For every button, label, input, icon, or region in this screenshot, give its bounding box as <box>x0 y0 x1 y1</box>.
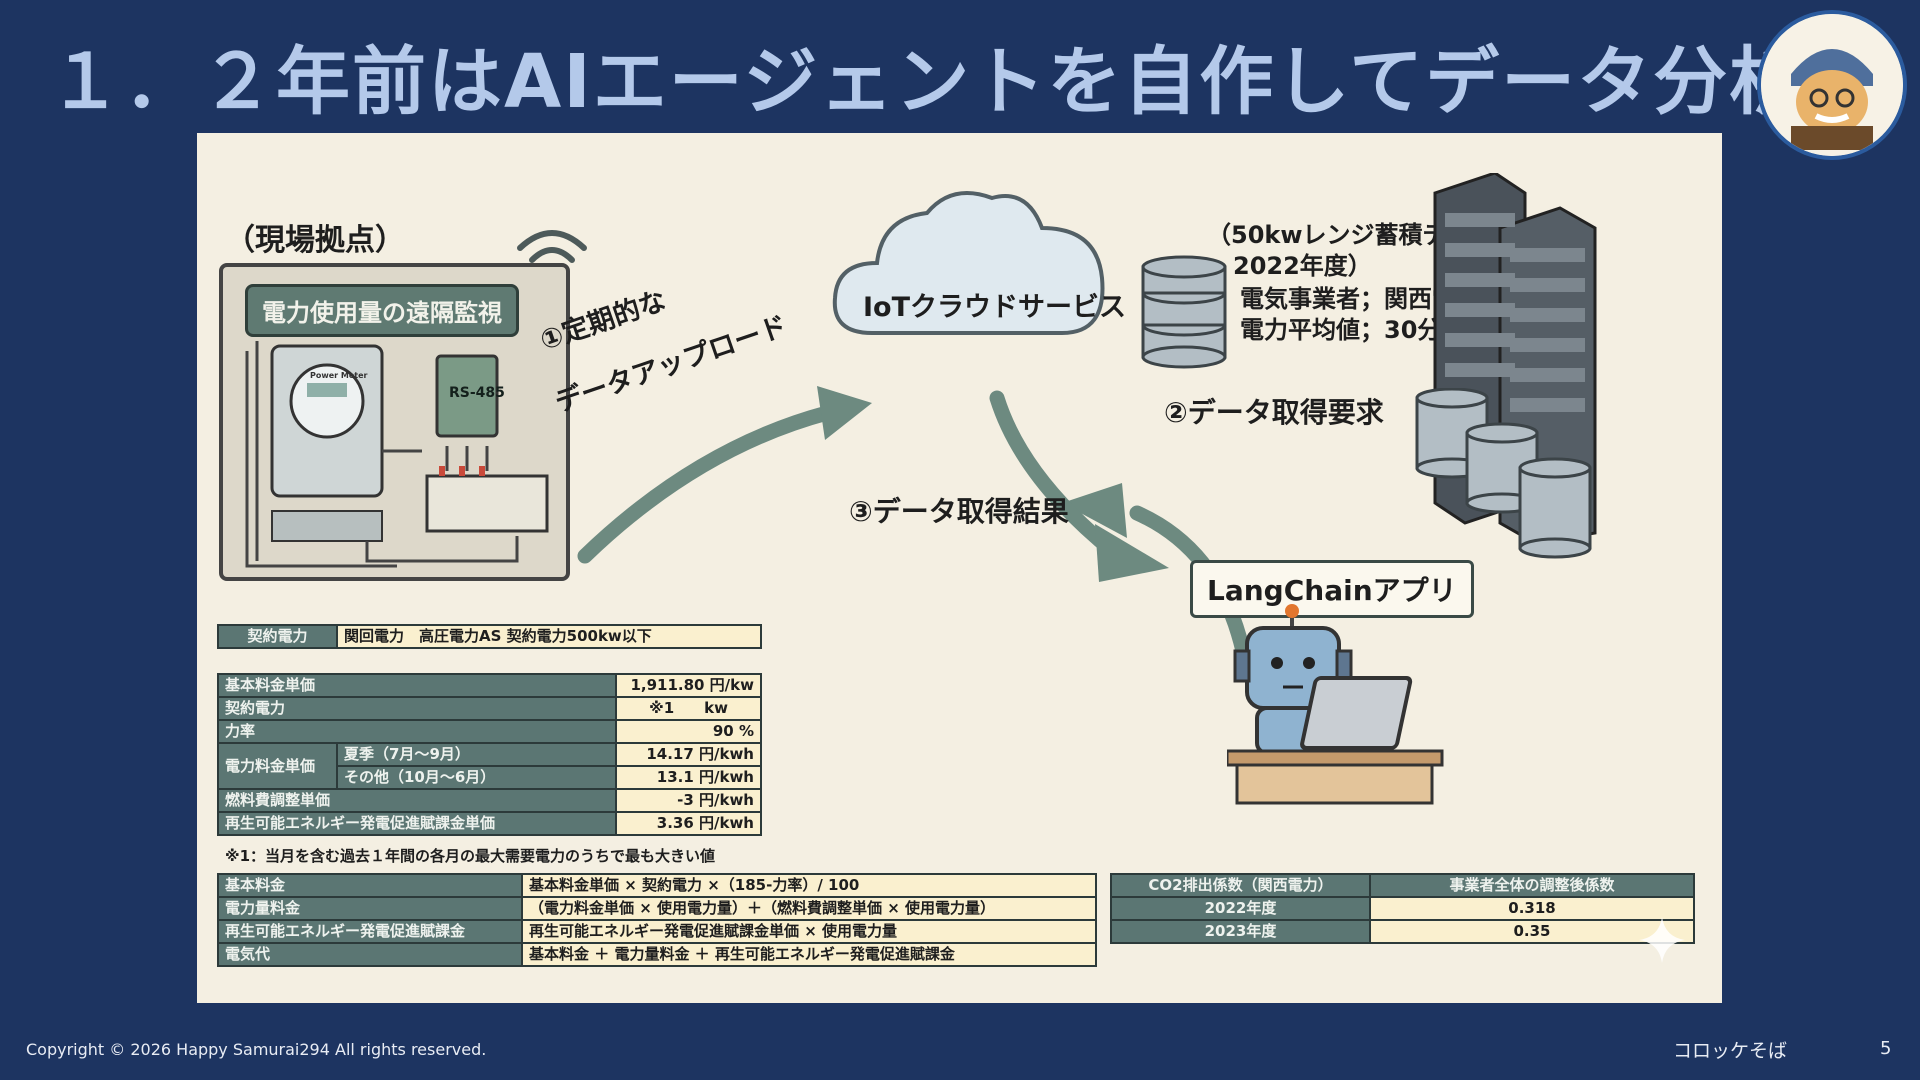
co2-value: 0.318 <box>1369 896 1695 921</box>
step3-label: ③データ取得結果 <box>849 495 1069 528</box>
rate-sublabel: 夏季（7月〜9月） <box>335 742 618 767</box>
rate-note: ※1：当月を含む過去１年間の各月の最大需要電力のうちで最も大きい値 <box>225 847 716 865</box>
rate-label: 力率 <box>216 719 618 744</box>
formula-label: 再生可能エネルギー発電促進賦課金 <box>217 919 523 944</box>
formula-value: （電力料金単価 × 使用電力量）＋（燃料費調整単価 × 使用電力量） <box>521 896 1097 921</box>
rate-label: 契約電力 <box>216 696 618 721</box>
table-row: 電力料金単価 夏季（7月〜9月） 14.17 円/kwh <box>217 742 762 790</box>
co2-year: 2023年度 <box>1110 919 1371 944</box>
table-row: 力率 90 % <box>216 719 762 744</box>
cloud-icon <box>832 191 1105 335</box>
avatar-icon <box>1761 14 1903 156</box>
rate-value: 13.1 円/kwh <box>615 765 762 790</box>
rate-table: 基本料金単価 1,911.80 円/kw 契約電力 ※1 kw 力率 90 % … <box>216 673 762 836</box>
table-row: 基本料金単価 1,911.80 円/kw <box>216 673 762 698</box>
rate-value: 14.17 円/kwh <box>615 742 762 767</box>
upload-arrow <box>577 386 872 564</box>
formula-label: 電力量料金 <box>217 896 523 921</box>
table-row: 電気代 基本料金 ＋ 電力量料金 ＋ 再生可能エネルギー発電促進賦課金 <box>217 942 1097 967</box>
author-name: コロッケそば <box>1673 1040 1788 1062</box>
contract-header: 契約電力 <box>217 624 338 649</box>
table-row: 基本料金 基本料金単価 × 契約電力 ×（185-力率）/ 100 <box>217 873 1097 898</box>
co2-year: 2022年度 <box>1110 896 1371 921</box>
avatar <box>1757 10 1907 160</box>
rate-value: 90 % <box>615 719 762 744</box>
data-line2: 2022年度） <box>1233 252 1372 280</box>
formula-value: 再生可能エネルギー発電促進賦課金単価 × 使用電力量 <box>521 919 1097 944</box>
formula-table: 基本料金 基本料金単価 × 契約電力 ×（185-力率）/ 100 電力量料金 … <box>217 873 1097 967</box>
table-row: CO2排出係数（関西電力） 事業者全体の調整後係数 <box>1110 873 1695 898</box>
contract-table: 契約電力 関回電力 高圧電力AS 契約電力500kw以下 <box>217 624 762 649</box>
robot-icon <box>1227 604 1444 805</box>
monitor-label: 電力使用量の遠隔監視 <box>245 284 519 337</box>
rate-value: 1,911.80 円/kw <box>615 673 762 698</box>
formula-label: 基本料金 <box>217 873 523 898</box>
rate-label: 再生可能エネルギー発電促進賦課金単価 <box>216 811 618 836</box>
formula-value: 基本料金 ＋ 電力量料金 ＋ 再生可能エネルギー発電促進賦課金 <box>521 942 1097 967</box>
formula-label: 電気代 <box>217 942 523 967</box>
rate-value: ※1 kw <box>615 696 762 721</box>
table-row: 再生可能エネルギー発電促進賦課金単価 3.36 円/kwh <box>216 811 762 836</box>
table-row: 再生可能エネルギー発電促進賦課金 再生可能エネルギー発電促進賦課金単価 × 使用… <box>217 919 1097 944</box>
formula-value: 基本料金単価 × 契約電力 ×（185-力率）/ 100 <box>521 873 1097 898</box>
table-row: 契約電力 ※1 kw <box>216 696 762 721</box>
app-label: LangChainアプリ <box>1190 560 1474 618</box>
cloud-label: IoTクラウドサービス <box>863 292 1127 323</box>
contract-value: 関回電力 高圧電力AS 契約電力500kw以下 <box>336 624 762 649</box>
page-number: 5 <box>1880 1038 1892 1059</box>
meter-brand-label: Power Meter <box>310 371 368 380</box>
table-row: 2022年度 0.318 <box>1110 896 1695 921</box>
co2-table: CO2排出係数（関西電力） 事業者全体の調整後係数 2022年度 0.318 2… <box>1110 873 1695 944</box>
rs485-label: RS-485 <box>449 385 505 401</box>
table-row: その他（10月〜6月） 13.1 円/kwh <box>218 765 762 790</box>
co2-header-2: 事業者全体の調整後係数 <box>1369 873 1695 898</box>
site-label: （現場拠点） <box>225 223 405 258</box>
table-row: 2023年度 0.35 <box>1110 919 1695 944</box>
slide-title: １．２年前はAIエージェントを自作してデータ分析 <box>48 39 1806 125</box>
rate-label: 電力料金単価 <box>217 742 338 790</box>
rate-label: 燃料費調整単価 <box>216 788 618 813</box>
database-icon <box>1141 255 1227 369</box>
rate-label: 基本料金単価 <box>216 673 618 698</box>
rate-sublabel: その他（10月〜6月） <box>335 765 618 790</box>
co2-header-1: CO2排出係数（関西電力） <box>1110 873 1371 898</box>
result-arrow <box>989 390 1169 582</box>
database-stack-icon <box>1415 388 1592 559</box>
sparkle-icon <box>1639 917 1685 963</box>
table-row: 電力量料金 （電力料金単価 × 使用電力量）＋（燃料費調整単価 × 使用電力量） <box>217 896 1097 921</box>
rate-value: -3 円/kwh <box>615 788 762 813</box>
copyright-text: Copyright © 2026 Happy Samurai294 All ri… <box>26 1040 487 1059</box>
table-row: 燃料費調整単価 -3 円/kwh <box>216 788 762 813</box>
diagram-panel: （現場拠点） 電力使用量の遠隔監視 RS-485 Power Meter ①定期… <box>197 133 1722 1003</box>
co2-value: 0.35 <box>1369 919 1695 944</box>
step2-label: ②データ取得要求 <box>1164 396 1384 429</box>
power-meter-board-illustration <box>219 263 570 581</box>
rate-value: 3.36 円/kwh <box>615 811 762 836</box>
